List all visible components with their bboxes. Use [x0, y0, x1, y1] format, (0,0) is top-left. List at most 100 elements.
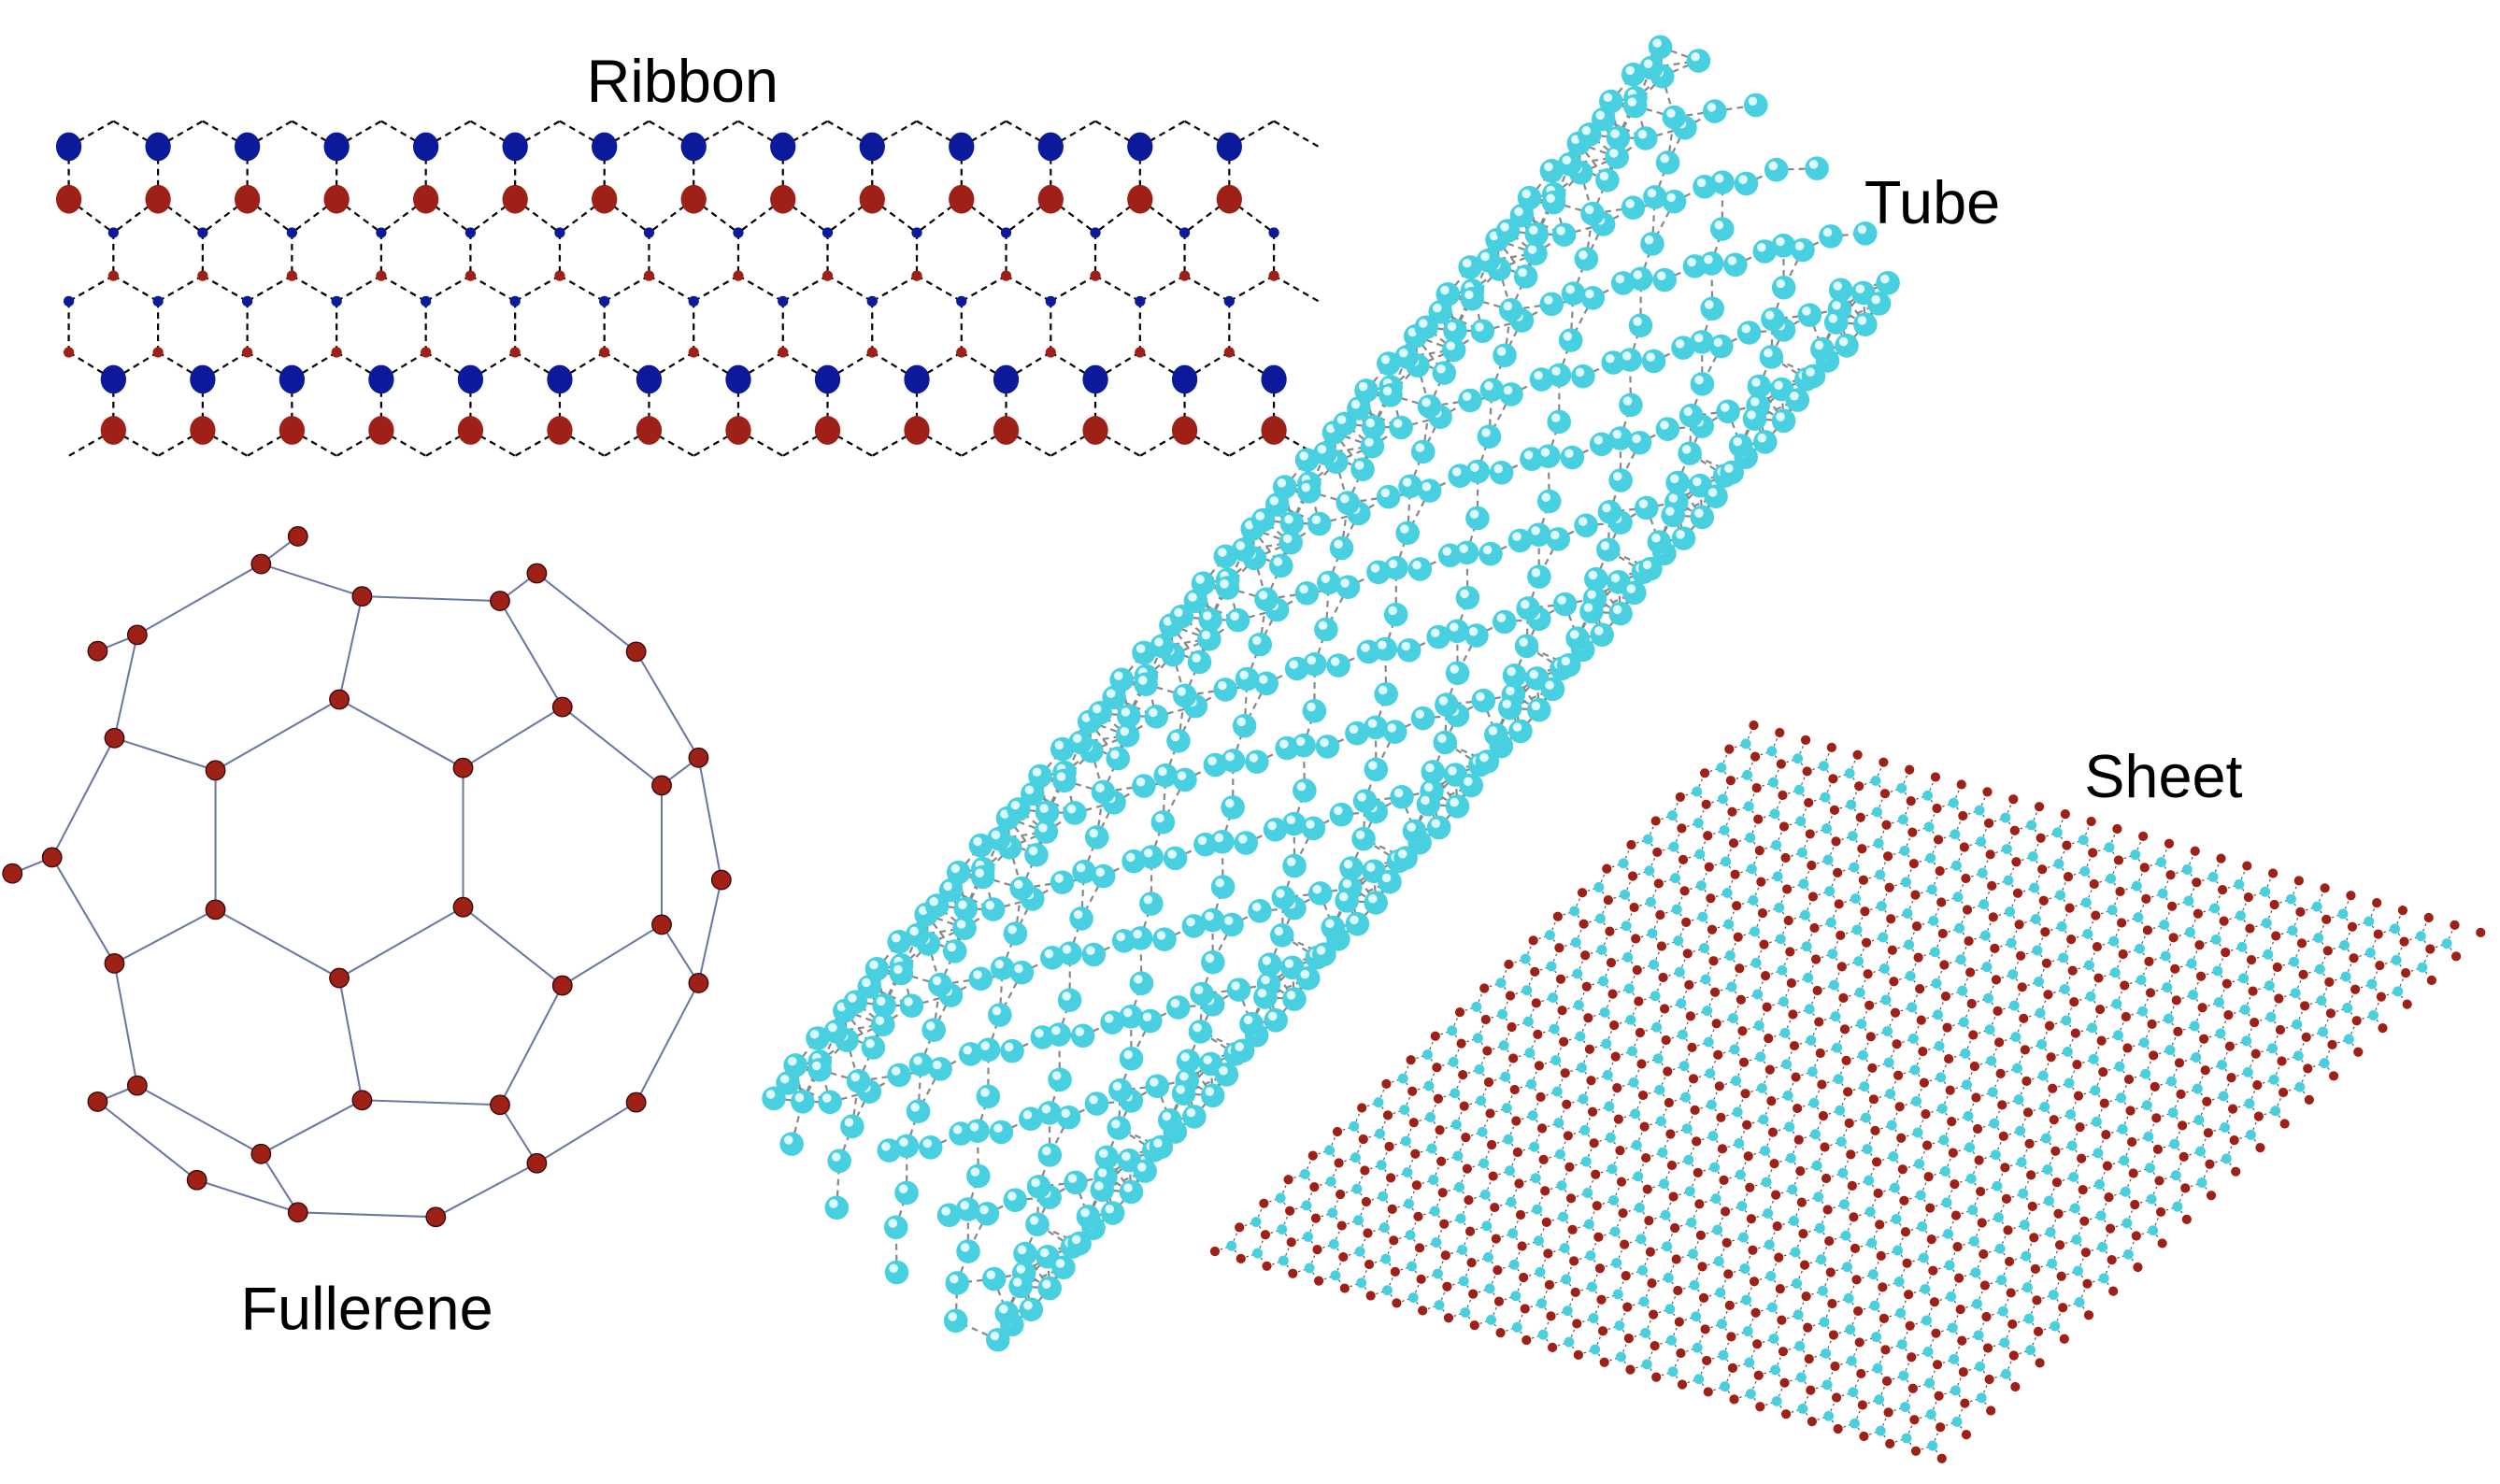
cyan-atom [1847, 831, 1858, 841]
bond [1005, 120, 1051, 148]
cyan-atom [1432, 1268, 1443, 1279]
cyan-atom [1612, 1289, 1623, 1300]
cyan-atom [1349, 1120, 1360, 1132]
atom-highlight [1527, 245, 1537, 254]
cyan-atom [1637, 1264, 1648, 1276]
cyan-atom [1351, 1183, 1363, 1194]
cyan-atom [2260, 886, 2271, 897]
cyan-atom [1689, 1279, 1700, 1291]
cyan-atom [1761, 1177, 1772, 1188]
cyan-atom [1350, 1152, 1361, 1163]
red-atom [2051, 1177, 2063, 1188]
red-atom [2322, 946, 2333, 956]
red-atom [1952, 1241, 1963, 1252]
red-atom [2147, 1019, 2157, 1030]
red-atom [2000, 1163, 2010, 1173]
red-atom [1433, 1093, 1444, 1104]
cyan-atom [1376, 1160, 1387, 1171]
cyan-atom [1983, 992, 1994, 1004]
atom-highlight [1024, 785, 1035, 795]
red-atom [1430, 1031, 1440, 1041]
cyan-atom [2117, 1123, 2128, 1134]
cyan-atom [1867, 1269, 1879, 1280]
cyan-atom [2042, 1164, 2053, 1175]
red-atom [1782, 884, 1793, 894]
red-atom [1509, 1084, 1520, 1095]
red-atom [2298, 969, 2308, 980]
bond [871, 198, 918, 234]
cyan-atom [1378, 1191, 1389, 1202]
cyan-atom [1481, 1220, 1493, 1232]
red-atom [2033, 1326, 2044, 1336]
red-atom [1648, 1309, 1659, 1320]
cyan-atom [1526, 1078, 1537, 1090]
cyan-atom [1627, 1046, 1637, 1057]
red-atom [1971, 1092, 1981, 1103]
red-atom [2296, 938, 2307, 949]
red-atom [1458, 1070, 1468, 1080]
cyan-atom [2036, 1039, 2048, 1049]
red-atom [1493, 1264, 1503, 1276]
atom-highlight [1625, 199, 1635, 208]
cyan-atom [1692, 1342, 1703, 1353]
red-atom [1826, 742, 1836, 752]
cyan-atom [1662, 1241, 1673, 1252]
carbon-atom [1163, 846, 1188, 871]
red-atom [1799, 1260, 1810, 1270]
red-atom [2350, 984, 2361, 994]
red-atom [2122, 1043, 2133, 1053]
red-atom [1530, 966, 1540, 977]
red-atom [1812, 985, 1822, 996]
red-atom [2221, 948, 2231, 958]
cyan-atom [2018, 1188, 2029, 1199]
cyan-atom [1482, 1251, 1493, 1263]
cyan-atom [1823, 1410, 1835, 1421]
bond [96, 1101, 198, 1181]
cyan-atom [2040, 1133, 2051, 1144]
bond [469, 120, 516, 148]
red-atom [1915, 984, 1925, 994]
carbon-atom [1489, 461, 1514, 485]
bond [693, 120, 739, 148]
red-atom [1764, 1064, 1775, 1075]
bond [1050, 351, 1096, 380]
red-atom [1809, 922, 1820, 934]
red-atom [2426, 975, 2437, 986]
bond [68, 351, 114, 380]
red-atom [2014, 920, 2024, 930]
cyan-atom [2441, 938, 2452, 949]
red-atom [1979, 1249, 1989, 1260]
carbon-atom [968, 966, 993, 992]
bond [68, 120, 114, 148]
atom-highlight [1393, 419, 1403, 428]
red-atom [1268, 270, 1279, 281]
red-atom [1878, 1282, 1888, 1292]
cyan-atom [1844, 768, 1855, 778]
cyan-atom [1949, 1353, 1960, 1364]
red-atom [2048, 1083, 2058, 1093]
cyan-atom [1596, 944, 1607, 955]
atom-highlight [1349, 724, 1359, 735]
atom-highlight [862, 977, 871, 988]
cyan-atom [1654, 1084, 1665, 1095]
cyan-atom [2032, 945, 2043, 956]
red-atom [1939, 960, 1950, 970]
bond [338, 595, 364, 700]
cyan-atom [1688, 1249, 1698, 1260]
red-atom [1707, 924, 1718, 935]
atom-highlight [1116, 932, 1125, 942]
carbon-atom [87, 1091, 108, 1112]
carbon-atom [1326, 653, 1350, 678]
red-atom [1711, 1019, 1721, 1029]
cyan-atom [1590, 1344, 1601, 1355]
red-atom [1795, 1165, 1806, 1177]
cyan-atom [1938, 1134, 1950, 1146]
carbon-atom [205, 899, 226, 920]
cyan-atom [2111, 998, 2122, 1009]
red-atom [1921, 1140, 1933, 1150]
red-atom [1793, 1103, 1803, 1114]
red-atom [1929, 1297, 1940, 1307]
cyan-atom [1583, 1219, 1594, 1230]
red-atom [2112, 823, 2122, 835]
